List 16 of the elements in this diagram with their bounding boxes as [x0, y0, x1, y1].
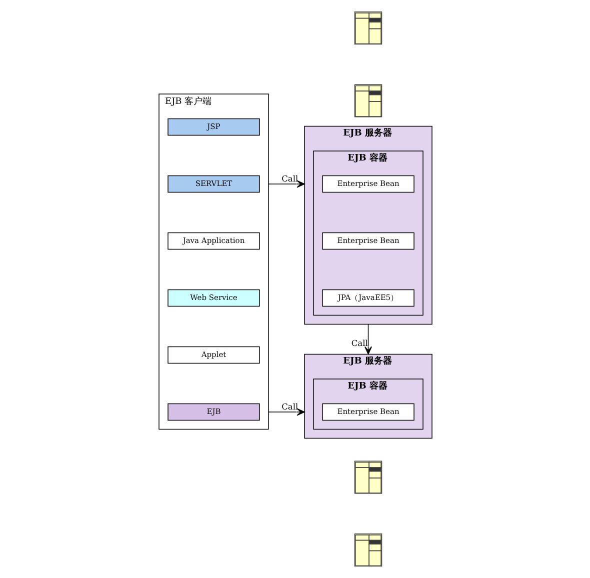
node-box: JPA（JavaEE5）: [322, 289, 414, 307]
arrow: [364, 324, 372, 355]
node-box: Enterprise Bean: [322, 232, 414, 250]
node-box: Web Service: [167, 289, 260, 307]
edge-label: Call: [281, 174, 298, 184]
edge-label: Call: [281, 402, 298, 412]
node-box: JSP: [167, 118, 260, 136]
arrow: [268, 180, 304, 188]
node-box: Java Application: [167, 232, 260, 250]
node-box: Applet: [167, 346, 260, 364]
node-box: SERVLET: [167, 175, 260, 193]
node-box: Enterprise Bean: [322, 175, 414, 193]
node-box: EJB: [167, 403, 260, 421]
arrow: [268, 408, 304, 416]
node-box: Enterprise Bean: [322, 403, 414, 421]
edge-label: Call: [350, 338, 368, 348]
